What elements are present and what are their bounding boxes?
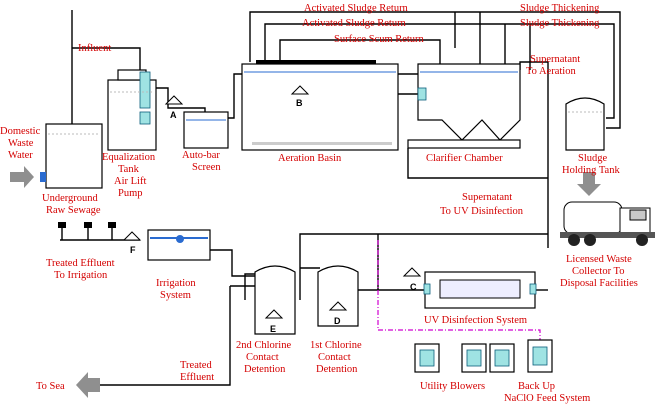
marker-a: A	[164, 95, 184, 120]
inflow-arrow	[10, 166, 34, 188]
supernatant-uv-label-2: To UV Disinfection	[440, 206, 524, 217]
supernatant-aeration-label-1: Supernatant	[530, 54, 580, 65]
scum-return-label: Surface Scum Return	[334, 34, 425, 45]
collector-label-3: Disposal Facilities	[560, 278, 638, 289]
svg-text:C: C	[410, 282, 417, 292]
irrigation-label-1: Irrigation	[156, 278, 196, 289]
chlorine1-label-2: Contact	[318, 352, 351, 363]
blowers-label: Utility Blowers	[420, 381, 485, 392]
svg-text:A: A	[170, 110, 177, 120]
collector-label-1: Licensed Waste	[566, 254, 632, 265]
equalization-label-2: Tank	[118, 164, 140, 175]
domestic-label-1: Domestic	[0, 126, 41, 137]
irrigation-sprinklers	[58, 222, 116, 228]
waste-collector-truck	[560, 201, 655, 246]
svg-text:B: B	[296, 98, 303, 108]
backup-label-1: Back Up	[518, 381, 555, 392]
autobar-label-1: Auto-bar	[182, 150, 220, 161]
autobar-label-2: Screen	[192, 162, 221, 173]
treated-irrigation-label-2: To Irrigation	[54, 270, 108, 281]
air-lift-label-2: Pump	[118, 188, 143, 199]
auto-bar-screen	[183, 111, 229, 149]
collector-label-2: Collector To	[572, 266, 624, 277]
equalization-tank	[107, 69, 157, 151]
air-lift-label-1: Air Lift	[114, 176, 146, 187]
chlorine1-label-3: Detention	[316, 364, 358, 375]
equalization-label-1: Equalization	[102, 152, 156, 163]
marker-f: F	[122, 231, 142, 255]
sludge-holding-label-1: Sludge	[578, 153, 608, 164]
naclo-feed-line	[377, 240, 541, 340]
underground-tank	[40, 123, 103, 189]
clarifier-label: Clarifier Chamber	[426, 153, 503, 164]
irrigation-manifold	[147, 229, 211, 261]
underground-label-2: Raw Sewage	[46, 205, 101, 216]
first-chlorine-tank	[317, 265, 359, 327]
svg-text:D: D	[334, 316, 341, 326]
sludge-holding-tank	[565, 97, 605, 151]
influent-label: Influent	[78, 43, 111, 54]
marker-d: D	[328, 301, 348, 326]
supernatant-aeration-label-2: To Aeration	[526, 66, 576, 77]
activated-return-label-2: Activated Sludge Return	[302, 18, 407, 29]
aeration-label: Aeration Basin	[278, 153, 342, 164]
backup-label-2: NaClO Feed System	[504, 393, 590, 404]
chlorine2-label-1: 2nd Chlorine	[236, 340, 291, 351]
to-sea-arrow	[76, 372, 100, 398]
supernatant-uv-label-1: Supernatant	[462, 192, 512, 203]
svg-text:F: F	[130, 245, 136, 255]
marker-e: E	[264, 309, 284, 334]
to-truck-arrow	[577, 172, 601, 196]
uv-disinfection-system	[423, 271, 537, 309]
utility-blowers	[414, 343, 515, 373]
activated-return-label-1: Activated Sludge Return	[304, 3, 409, 14]
naclo-feed-system	[527, 339, 553, 373]
treated-effluent-label-2: Effluent	[180, 372, 214, 383]
svg-text:E: E	[270, 324, 276, 334]
sludge-thickening-label-1: Sludge Thickening	[520, 3, 600, 14]
clarifier-chamber	[407, 63, 521, 149]
chlorine1-label-1: 1st Chlorine	[310, 340, 362, 351]
domestic-label-2: Waste	[8, 138, 34, 149]
underground-label-1: Underground	[42, 193, 99, 204]
second-chlorine-tank	[254, 265, 296, 335]
irrigation-label-2: System	[160, 290, 191, 301]
uv-label: UV Disinfection System	[424, 315, 527, 326]
chlorine2-label-3: Detention	[244, 364, 286, 375]
sludge-holding-label-2: Holding Tank	[562, 165, 620, 176]
to-sea-label: To Sea	[36, 381, 65, 392]
sludge-thickening-label-2: Sludge Thickening	[520, 18, 600, 29]
marker-c: C	[402, 267, 422, 292]
domestic-label-3: Water	[8, 150, 33, 161]
treated-irrigation-label-1: Treated Effluent	[46, 258, 115, 269]
aeration-basin	[241, 60, 399, 151]
chlorine2-label-2: Contact	[246, 352, 279, 363]
marker-b: B	[290, 85, 310, 108]
treated-effluent-label-1: Treated	[180, 360, 212, 371]
